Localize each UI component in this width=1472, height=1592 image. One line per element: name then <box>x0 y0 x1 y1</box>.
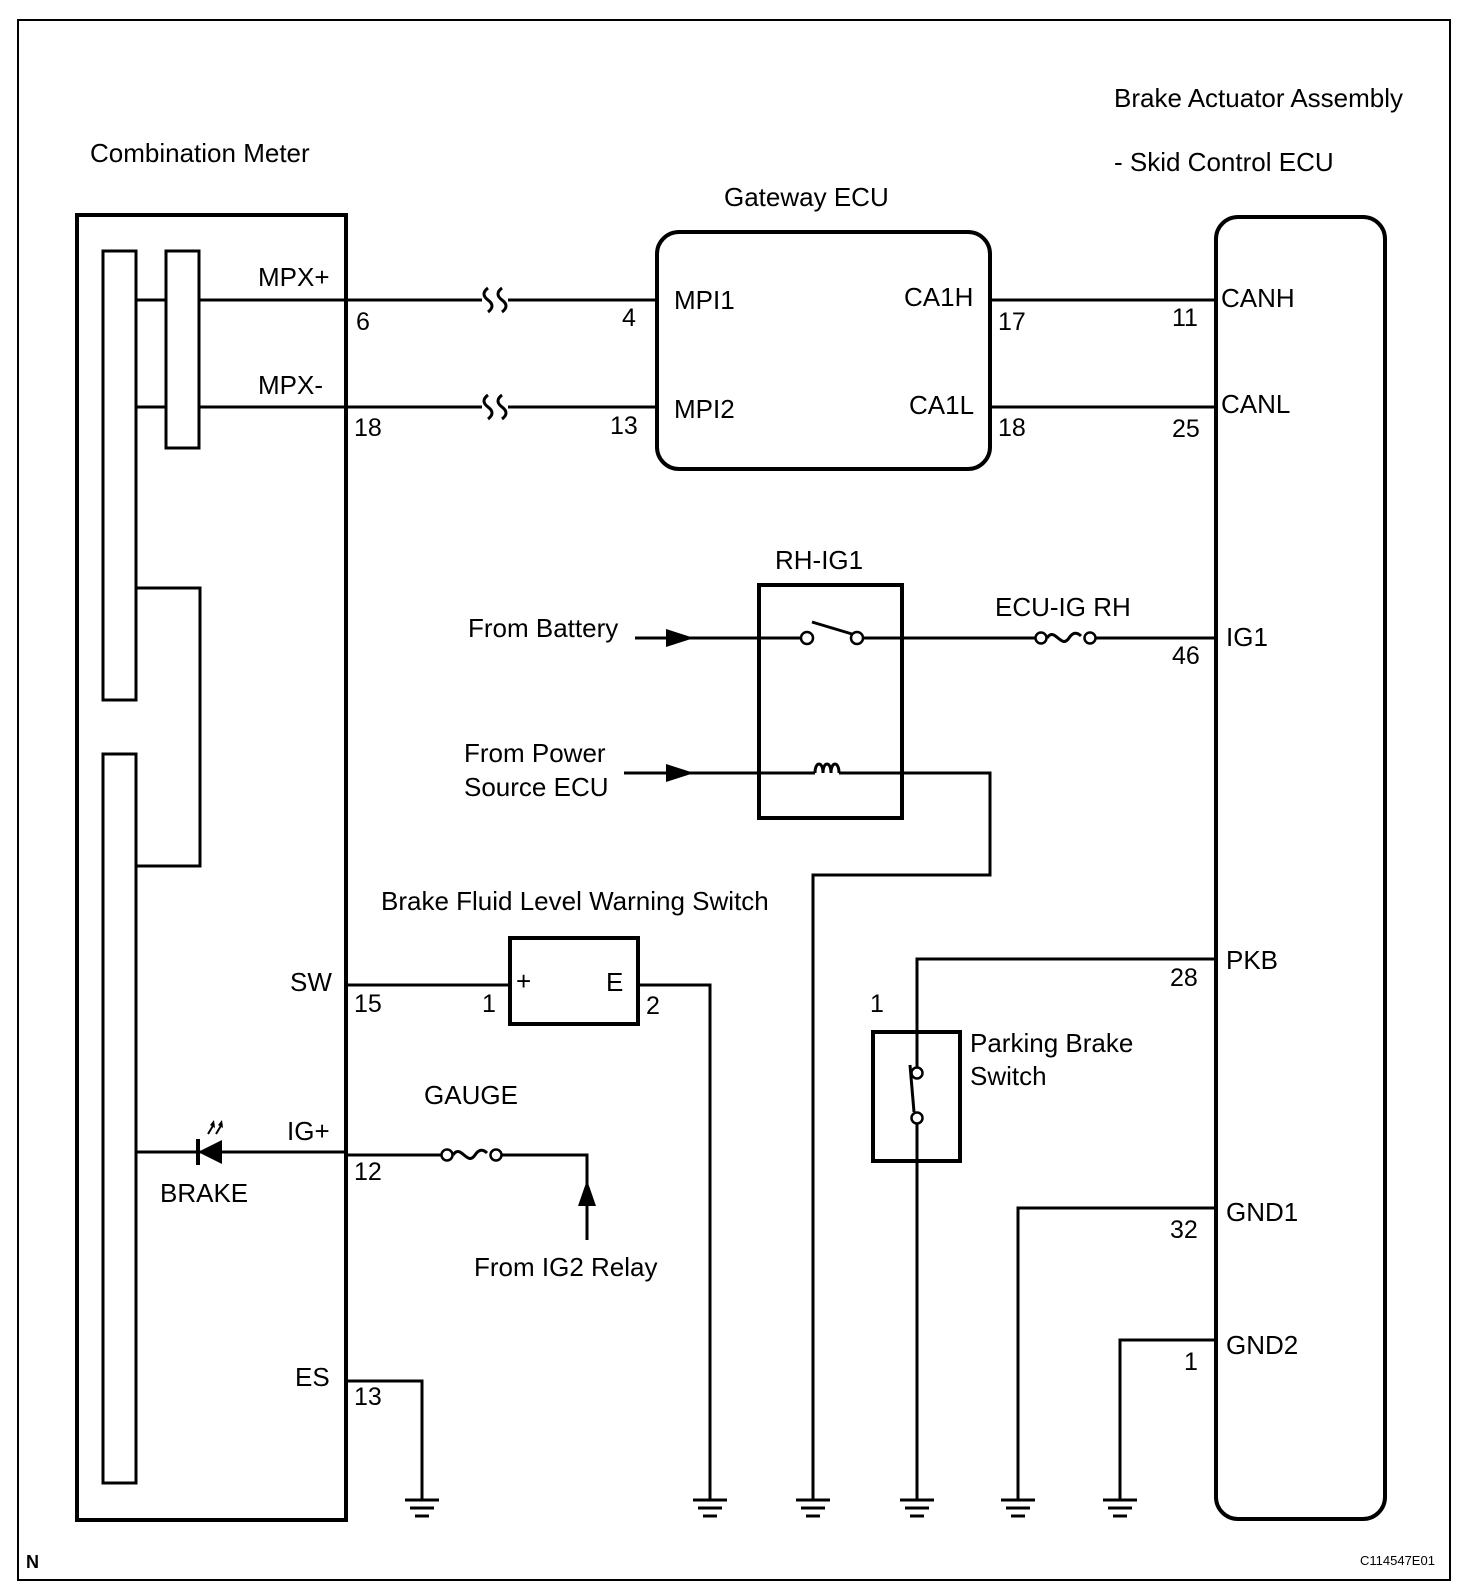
rh-ig1-relay-label: RH-IG1 <box>775 545 863 575</box>
ground-symbol-icon <box>1103 1498 1137 1518</box>
gnd1-wire <box>1016 1206 1216 1500</box>
relay-switch-contact-icon <box>799 620 865 646</box>
ecu-terminal-gnd1: GND1 <box>1226 1197 1298 1227</box>
gateway-pin-13: 13 <box>610 412 638 440</box>
parking-brake-pin1: 1 <box>870 990 884 1018</box>
meter-pin-6: 6 <box>356 308 370 336</box>
brake-fluid-switch-plus: + <box>516 966 531 996</box>
ecu-pin-11: 11 <box>1172 304 1198 332</box>
relay-coil-circuit <box>624 762 992 1500</box>
from-battery-label: From Battery <box>468 613 618 643</box>
brake-actuator-title-line2: - Skid Control ECU <box>1114 147 1334 177</box>
figure-code: C114547E01 <box>1360 1553 1435 1568</box>
ground-symbol-icon <box>796 1498 830 1518</box>
corner-marker: N <box>26 1552 39 1572</box>
ecu-terminal-gnd2: GND2 <box>1226 1330 1298 1360</box>
meter-pin-13: 13 <box>354 1383 382 1411</box>
gateway-ecu <box>655 230 992 471</box>
brake-fluid-switch-ground-wire <box>638 983 712 1500</box>
gauge-fuse-icon <box>440 1148 503 1162</box>
ground-symbol-icon <box>693 1498 727 1518</box>
ecu-pin-32: 32 <box>1170 1216 1198 1244</box>
parking-brake-switch-label-line2: Switch <box>970 1061 1047 1091</box>
ecu-terminal-canh: CANH <box>1221 283 1295 313</box>
gateway-pin-17: 17 <box>998 308 1026 336</box>
ecu-pin-46: 46 <box>1172 642 1200 670</box>
ecu-pin-25: 25 <box>1172 415 1200 443</box>
brake-fluid-switch-title: Brake Fluid Level Warning Switch <box>381 886 769 916</box>
ecu-terminal-canl: CANL <box>1221 389 1290 419</box>
meter-terminal-ig-plus: IG+ <box>287 1116 330 1146</box>
from-power-source-label-line2: Source ECU <box>464 772 609 802</box>
diagram-frame <box>17 19 1451 1581</box>
brake-fluid-switch-pin2: 2 <box>646 992 660 1020</box>
gateway-pin-4: 4 <box>622 304 636 332</box>
ecu-pin-28: 28 <box>1170 964 1198 992</box>
gateway-terminal-ca1h: CA1H <box>904 282 973 312</box>
meter-terminal-sw: SW <box>290 967 332 997</box>
rh-ig1-relay <box>757 583 904 820</box>
ecu-terminal-ig1: IG1 <box>1226 622 1268 652</box>
meter-pin-15: 15 <box>354 990 382 1018</box>
meter-terminal-mpx-plus: MPX+ <box>258 262 330 292</box>
brake-indicator-label: BRAKE <box>160 1178 248 1208</box>
parking-brake-switch-label-line1: Parking Brake <box>970 1028 1133 1058</box>
gateway-terminal-ca1l: CA1L <box>909 390 974 420</box>
ecu-ig-rh-fuse-label: ECU-IG RH <box>995 592 1131 622</box>
ecu-terminal-pkb: PKB <box>1226 945 1278 975</box>
combination-meter <box>75 213 348 1522</box>
battery-feed-wire <box>635 620 1216 647</box>
from-ig2-relay-label: From IG2 Relay <box>474 1252 658 1282</box>
pkb-wire <box>915 957 1216 1500</box>
gateway-ecu-title: Gateway ECU <box>724 182 889 212</box>
ig-plus-feed-wire <box>346 1148 596 1240</box>
meter-terminal-es: ES <box>295 1362 330 1392</box>
meter-pin-12: 12 <box>354 1158 382 1186</box>
es-ground-wire <box>346 1379 424 1500</box>
brake-fluid-switch-pin1: 1 <box>482 990 496 1018</box>
gauge-fuse-label: GAUGE <box>424 1080 518 1110</box>
ecu-pin-1: 1 <box>1184 1348 1198 1376</box>
combination-meter-title: Combination Meter <box>90 138 310 168</box>
brake-fluid-level-switch <box>508 936 640 1026</box>
brake-indicator-led-icon <box>136 1120 346 1165</box>
gnd2-wire <box>1118 1338 1216 1500</box>
relay-coil-icon <box>813 762 841 774</box>
gateway-terminal-mpi2: MPI2 <box>674 394 735 424</box>
mpx-bus-wires <box>346 286 657 421</box>
ground-symbol-icon <box>900 1498 934 1518</box>
parking-brake-switch <box>871 1030 962 1163</box>
skid-control-ecu <box>1214 215 1387 1521</box>
ecu-ig-rh-fuse-icon <box>1034 631 1097 645</box>
meter-terminal-mpx-minus: MPX- <box>258 370 323 400</box>
ground-symbol-icon <box>405 1498 439 1518</box>
ground-symbol-icon <box>1001 1498 1035 1518</box>
brake-actuator-title-line1: Brake Actuator Assembly <box>1114 83 1403 113</box>
from-power-source-label-line1: From Power <box>464 738 606 768</box>
gateway-terminal-mpi1: MPI1 <box>674 285 735 315</box>
gateway-pin-18: 18 <box>998 414 1026 442</box>
meter-pin-18: 18 <box>354 414 382 442</box>
parking-brake-switch-contact-icon <box>908 1064 924 1125</box>
brake-fluid-switch-e: E <box>606 967 623 997</box>
